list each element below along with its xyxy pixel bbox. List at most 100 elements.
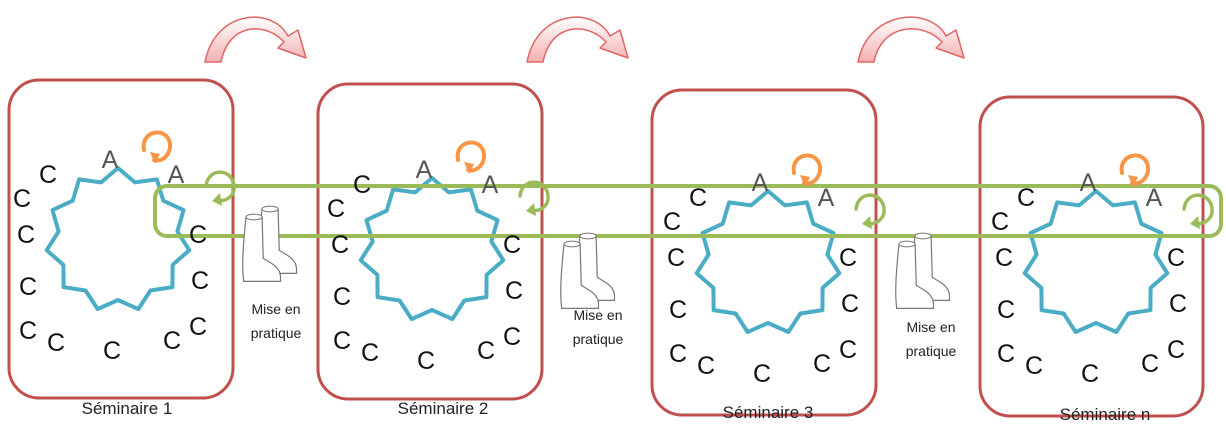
learner-letter: C bbox=[47, 329, 65, 357]
learner-letter: C bbox=[839, 244, 857, 272]
facilitator-letter: A bbox=[102, 146, 119, 174]
learner-letter: C bbox=[503, 323, 521, 351]
boot-shape bbox=[242, 216, 282, 282]
learner-letter: C bbox=[361, 339, 379, 367]
learner-letter: C bbox=[17, 221, 35, 249]
practice-band bbox=[153, 184, 1223, 238]
learner-letter: C bbox=[669, 340, 687, 368]
transition-arrow-icon bbox=[204, 16, 307, 63]
learner-letter: C bbox=[839, 336, 857, 364]
learner-letter: C bbox=[13, 185, 31, 213]
learner-letter: C bbox=[333, 283, 351, 311]
facilitator-letter: A bbox=[1146, 184, 1163, 212]
group-circle-1 bbox=[44, 166, 192, 312]
learner-letter: C bbox=[503, 231, 521, 259]
transition-arrow-icon bbox=[857, 16, 965, 63]
facilitator-letter: A bbox=[168, 161, 185, 189]
learner-letter: C bbox=[753, 360, 771, 388]
boot-top bbox=[563, 240, 581, 248]
facilitator-arrowhead-icon bbox=[464, 162, 474, 174]
learner-letter: C bbox=[1081, 360, 1099, 388]
seminar-box-1 bbox=[7, 78, 235, 400]
facilitator-letter: A bbox=[416, 156, 433, 184]
learner-letter: C bbox=[813, 350, 831, 378]
learner-letter: C bbox=[189, 313, 207, 341]
learner-letter: C bbox=[39, 161, 57, 189]
learner-letter: C bbox=[19, 273, 37, 301]
boot-shape bbox=[560, 243, 600, 309]
learner-letter: C bbox=[689, 184, 707, 212]
learner-letter: C bbox=[995, 244, 1013, 272]
practice-cycle-arrow-icon bbox=[1182, 193, 1214, 226]
learner-letter: C bbox=[163, 327, 181, 355]
practice-cycle-arrowhead-icon bbox=[862, 216, 872, 229]
practice-label-line2: pratique bbox=[251, 325, 302, 341]
seminar-caption-3: Séminaire 3 bbox=[723, 403, 814, 422]
practice-label-line1: Mise en bbox=[573, 307, 622, 323]
seminar-box-2 bbox=[316, 82, 544, 401]
learner-letter: C bbox=[1141, 350, 1159, 378]
learner-letter: C bbox=[991, 208, 1009, 236]
seminar-caption-1: Séminaire 1 bbox=[82, 399, 173, 418]
group-circle-2 bbox=[358, 176, 506, 322]
facilitator-letter: A bbox=[818, 184, 835, 212]
learner-letter: C bbox=[505, 277, 523, 305]
learner-letter: C bbox=[663, 208, 681, 236]
practice-cycle-arrow-icon bbox=[854, 193, 886, 226]
boot-top bbox=[245, 213, 263, 221]
boots-icon bbox=[242, 205, 298, 282]
learner-letter: C bbox=[697, 352, 715, 380]
learner-letter: C bbox=[1169, 290, 1187, 318]
facilitator-arrow-icon bbox=[1119, 153, 1150, 186]
practice-label-line1: Mise en bbox=[906, 319, 955, 335]
boot-top bbox=[914, 232, 932, 240]
learner-letter: C bbox=[997, 296, 1015, 324]
practice-cycle-arrow-icon bbox=[204, 170, 236, 203]
facilitator-letter: A bbox=[482, 171, 499, 199]
learner-letter: C bbox=[997, 340, 1015, 368]
learner-letter: C bbox=[189, 221, 207, 249]
practice-cycle-arrowhead-icon bbox=[1190, 216, 1200, 229]
learner-letter: C bbox=[353, 171, 371, 199]
boot-top bbox=[261, 205, 279, 213]
practice-cycle-arrow-icon bbox=[518, 180, 550, 213]
facilitator-arrow-icon bbox=[455, 140, 486, 173]
group-circle-3 bbox=[694, 189, 842, 335]
facilitator-arrowhead-icon bbox=[150, 152, 160, 164]
learner-letter: C bbox=[1017, 184, 1035, 212]
facilitator-arrow-icon bbox=[791, 153, 822, 186]
learner-letter: C bbox=[1025, 352, 1043, 380]
learner-letter: C bbox=[477, 337, 495, 365]
seminar-caption-4: Séminaire n bbox=[1060, 405, 1151, 424]
boot-shape bbox=[895, 243, 935, 309]
learner-letter: C bbox=[1167, 244, 1185, 272]
practice-cycle-arrowhead-icon bbox=[212, 193, 222, 206]
learner-letter: C bbox=[191, 267, 209, 295]
learner-letter: C bbox=[333, 327, 351, 355]
boots-icon bbox=[895, 232, 951, 309]
learner-letter: C bbox=[669, 296, 687, 324]
learner-letter: C bbox=[103, 337, 121, 365]
group-circle-4 bbox=[1022, 189, 1170, 335]
learner-letter: C bbox=[327, 195, 345, 223]
learner-letter: C bbox=[1167, 336, 1185, 364]
facilitator-arrow-icon bbox=[141, 130, 172, 163]
learner-letter: C bbox=[841, 290, 859, 318]
learner-letter: C bbox=[417, 347, 435, 375]
learner-letter: C bbox=[331, 231, 349, 259]
learner-letter: C bbox=[19, 317, 37, 345]
learner-letter: C bbox=[667, 244, 685, 272]
boot-top bbox=[898, 240, 916, 248]
practice-label-line2: pratique bbox=[906, 343, 957, 359]
practice-label-line1: Mise en bbox=[251, 301, 300, 317]
facilitator-arrowhead-icon bbox=[1128, 175, 1138, 187]
seminar-caption-2: Séminaire 2 bbox=[398, 399, 489, 418]
boots-icon bbox=[560, 232, 616, 309]
seminar-box-4 bbox=[978, 95, 1205, 418]
facilitator-letter: A bbox=[752, 169, 769, 197]
facilitator-arrowhead-icon bbox=[800, 175, 810, 187]
seminar-box-3 bbox=[650, 88, 878, 417]
facilitator-letter: A bbox=[1080, 169, 1097, 197]
transition-arrow-icon bbox=[526, 16, 629, 63]
